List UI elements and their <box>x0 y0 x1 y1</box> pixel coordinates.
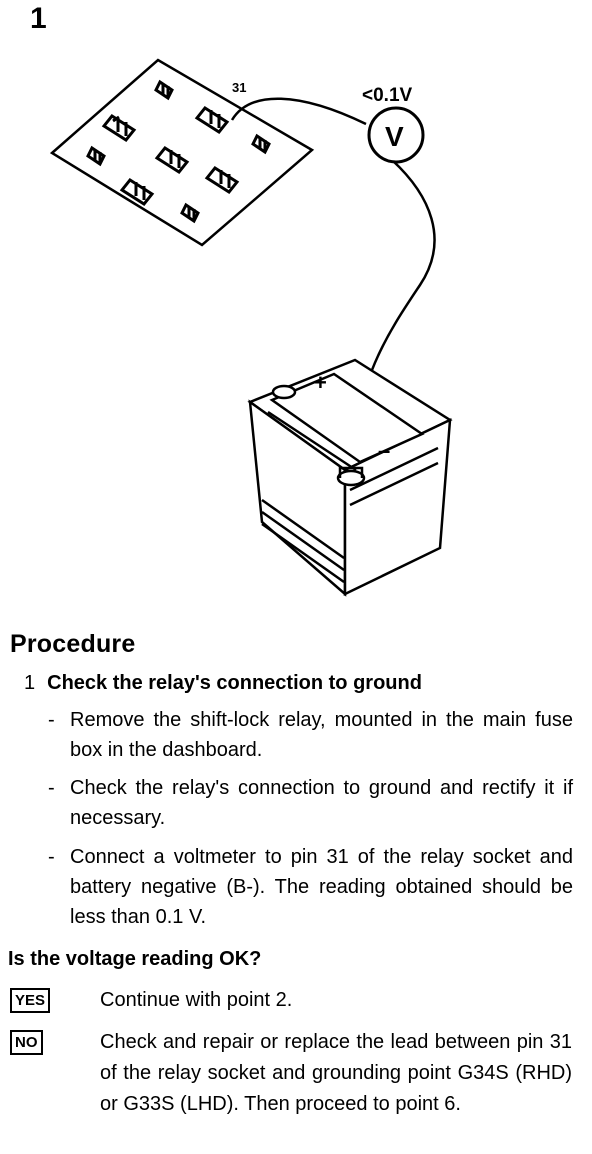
voltmeter-symbol: V <box>385 121 404 152</box>
no-badge: NO <box>10 1030 43 1055</box>
positive-terminal-label: + <box>314 370 327 395</box>
list-item: - Connect a voltmeter to pin 31 of the r… <box>48 842 573 932</box>
step-title: Check the relay's connection to ground <box>47 672 422 694</box>
pin-label: 31 <box>232 80 246 95</box>
bullet-dash: - <box>48 777 55 799</box>
list-item: - Remove the shift-lock relay, mounted i… <box>48 705 573 765</box>
bullet-dash: - <box>48 709 55 731</box>
step-number: 1 <box>24 672 36 694</box>
bullet-text: Connect a voltmeter to pin 31 of the rel… <box>70 846 573 928</box>
list-item: - Check the relay's connection to ground… <box>48 773 573 833</box>
relay-voltmeter-illustration: 31 <0.1V V + – <box>49 58 453 597</box>
voltmeter: V <box>367 106 425 164</box>
bullet-dash: - <box>48 846 55 868</box>
no-answer-text: Check and repair or replace the lead bet… <box>100 1031 572 1115</box>
relay-socket-board <box>49 58 315 247</box>
figure-number: 1 <box>30 2 47 35</box>
battery <box>247 358 453 597</box>
procedure-title: Procedure <box>10 630 136 658</box>
voltage-label: <0.1V <box>362 85 413 106</box>
question-heading: Is the voltage reading OK? <box>8 948 262 970</box>
bullet-text: Check the relay's connection to ground a… <box>70 777 573 829</box>
bullet-text: Remove the shift-lock relay, mounted in … <box>70 709 573 761</box>
step-heading: 1 Check the relay's connection to ground <box>24 672 422 695</box>
negative-terminal-label: – <box>378 438 390 463</box>
yes-badge: YES <box>10 988 51 1013</box>
yes-answer-text: Continue with point 2. <box>100 989 293 1011</box>
